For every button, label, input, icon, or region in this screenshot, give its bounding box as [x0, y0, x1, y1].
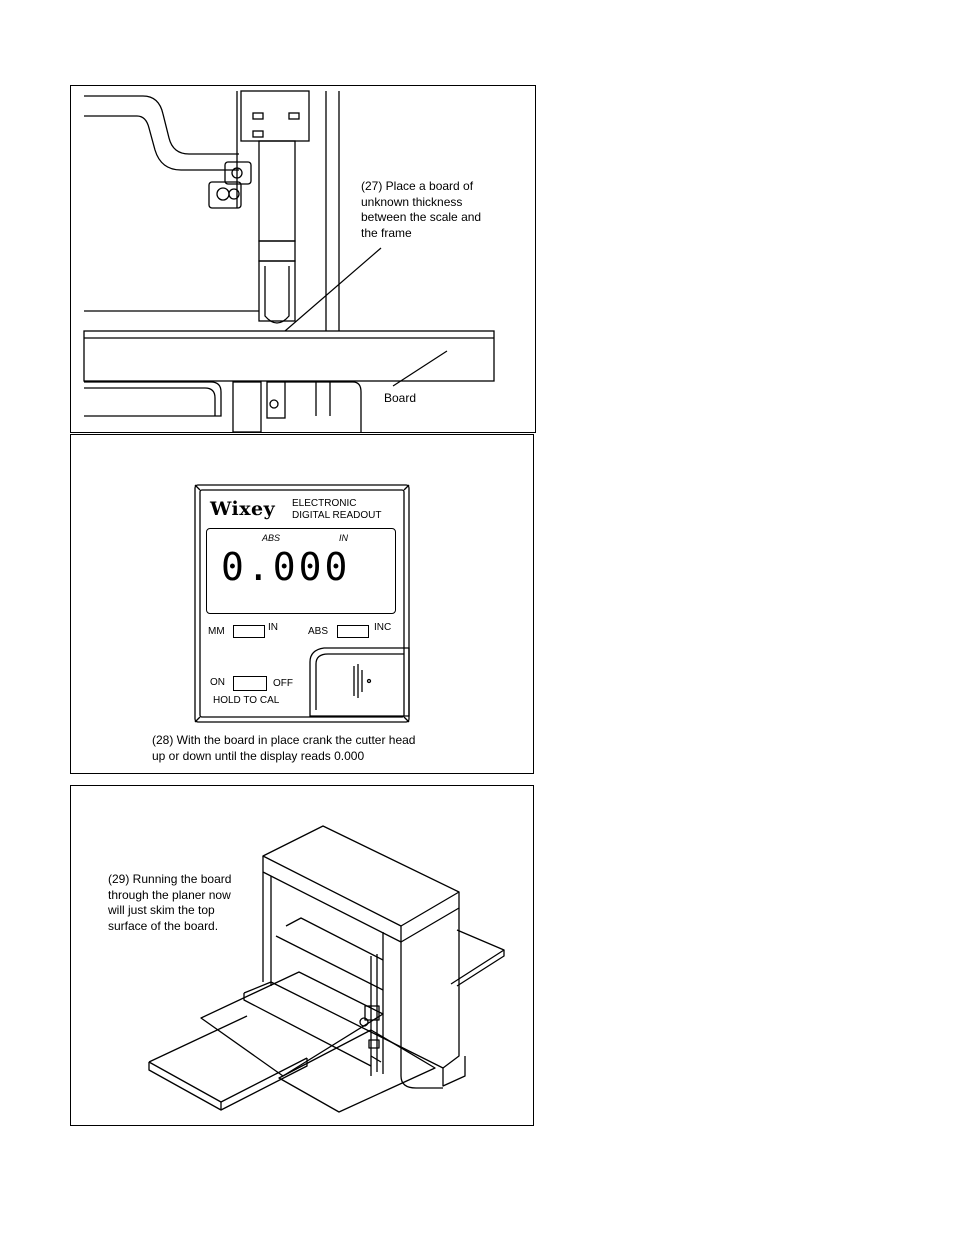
planer-illustration [148, 825, 505, 1113]
hold-to-cal-label: HOLD TO CAL [213, 695, 280, 706]
device-title: ELECTRONIC DIGITAL READOUT [292, 498, 381, 522]
caption-line: the frame [361, 225, 412, 240]
off-label: OFF [273, 678, 293, 689]
in-label: IN [268, 622, 278, 633]
mm-in-button[interactable] [233, 625, 265, 638]
abs-label: ABS [308, 626, 329, 637]
figure-28-panel: Wixey ELECTRONIC DIGITAL READOUT ABS IN … [70, 434, 534, 774]
board-placement-illustration [83, 90, 495, 432]
caption-line: between the scale and [361, 210, 482, 224]
digital-readout-device: Wixey ELECTRONIC DIGITAL READOUT ABS IN … [194, 484, 410, 724]
board-label: Board [384, 391, 417, 405]
caption-line: surface of the board. [108, 918, 219, 933]
abs-inc-button[interactable] [337, 625, 369, 638]
display-value: 0.000 [221, 545, 351, 589]
brand-logo: Wixey [210, 498, 276, 520]
abs-indicator: ABS [262, 533, 281, 543]
device-outline [194, 484, 410, 723]
inc-label: INC [374, 622, 392, 633]
figure-27-panel: (27) Place a board of unknown thickness … [70, 85, 536, 433]
on-off-button[interactable] [233, 676, 267, 691]
step-28-caption: (28) With the board in place crank the c… [152, 733, 415, 764]
caption-line: will just skim the top [108, 903, 215, 917]
lcd-display: ABS IN 0.000 [206, 528, 396, 614]
title-line: DIGITAL READOUT [292, 510, 382, 521]
caption-line: through the planer now [108, 887, 231, 902]
caption-line: up or down until the display reads 0.000 [152, 748, 365, 763]
step-27-caption: (27) Place a board of unknown thickness … [361, 179, 481, 241]
step-29-caption: (29) Running the board through the plane… [108, 872, 231, 934]
figure-29-panel: (29) Running the board through the plane… [70, 785, 534, 1126]
on-label: ON [210, 677, 225, 688]
title-line: ELECTRONIC [292, 498, 357, 509]
caption-line: (29) Running the board [108, 872, 232, 886]
mm-label: MM [208, 626, 225, 637]
caption-line: (28) With the board in place crank the c… [152, 733, 416, 747]
caption-line: unknown thickness [361, 194, 463, 209]
in-indicator: IN [339, 533, 348, 543]
caption-line: (27) Place a board of [361, 179, 474, 193]
